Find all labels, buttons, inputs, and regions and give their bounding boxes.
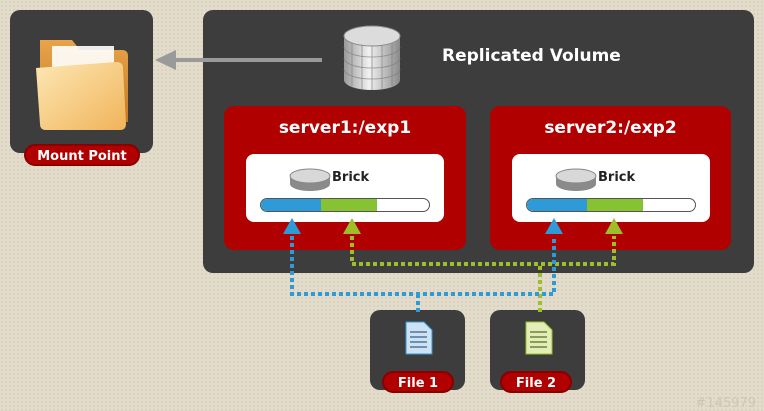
server1-title: server1:/exp1 — [278, 118, 412, 138]
volume-database-icon — [343, 25, 401, 90]
file2-arrowhead — [605, 218, 623, 234]
mount-point-panel — [10, 10, 153, 153]
server1-brick-label: Brick — [332, 170, 370, 185]
file1-label: File 1 — [382, 371, 454, 393]
file1-path — [290, 236, 556, 312]
server2-brick-usage-bar — [526, 198, 696, 212]
file1-document-icon — [405, 321, 433, 355]
server1-box: server1:/exp1 Brick — [224, 106, 466, 250]
disk-icon — [555, 168, 597, 191]
mount-arrow — [155, 50, 322, 70]
volume-title: Replicated Volume — [442, 46, 621, 66]
file1-segment — [527, 199, 587, 211]
file1-segment — [261, 199, 321, 211]
mount-point-label: Mount Point — [24, 144, 140, 166]
file2-arrowhead — [343, 218, 361, 234]
file1-arrowhead — [283, 218, 301, 234]
file2-path — [350, 236, 616, 312]
watermark: #145979 — [695, 396, 756, 411]
server1-brick-usage-bar — [260, 198, 430, 212]
folder-icon — [36, 40, 128, 130]
server2-title: server2:/exp2 — [544, 118, 677, 138]
file1-arrowhead — [545, 218, 563, 234]
disk-icon — [289, 168, 331, 191]
file2-segment — [587, 199, 643, 211]
server2-brick-label: Brick — [598, 170, 636, 185]
file2-segment — [321, 199, 377, 211]
file2-label: File 2 — [500, 371, 572, 393]
server1-brick: Brick — [246, 154, 444, 222]
server2-brick: Brick — [512, 154, 710, 222]
file2-document-icon — [525, 321, 553, 355]
